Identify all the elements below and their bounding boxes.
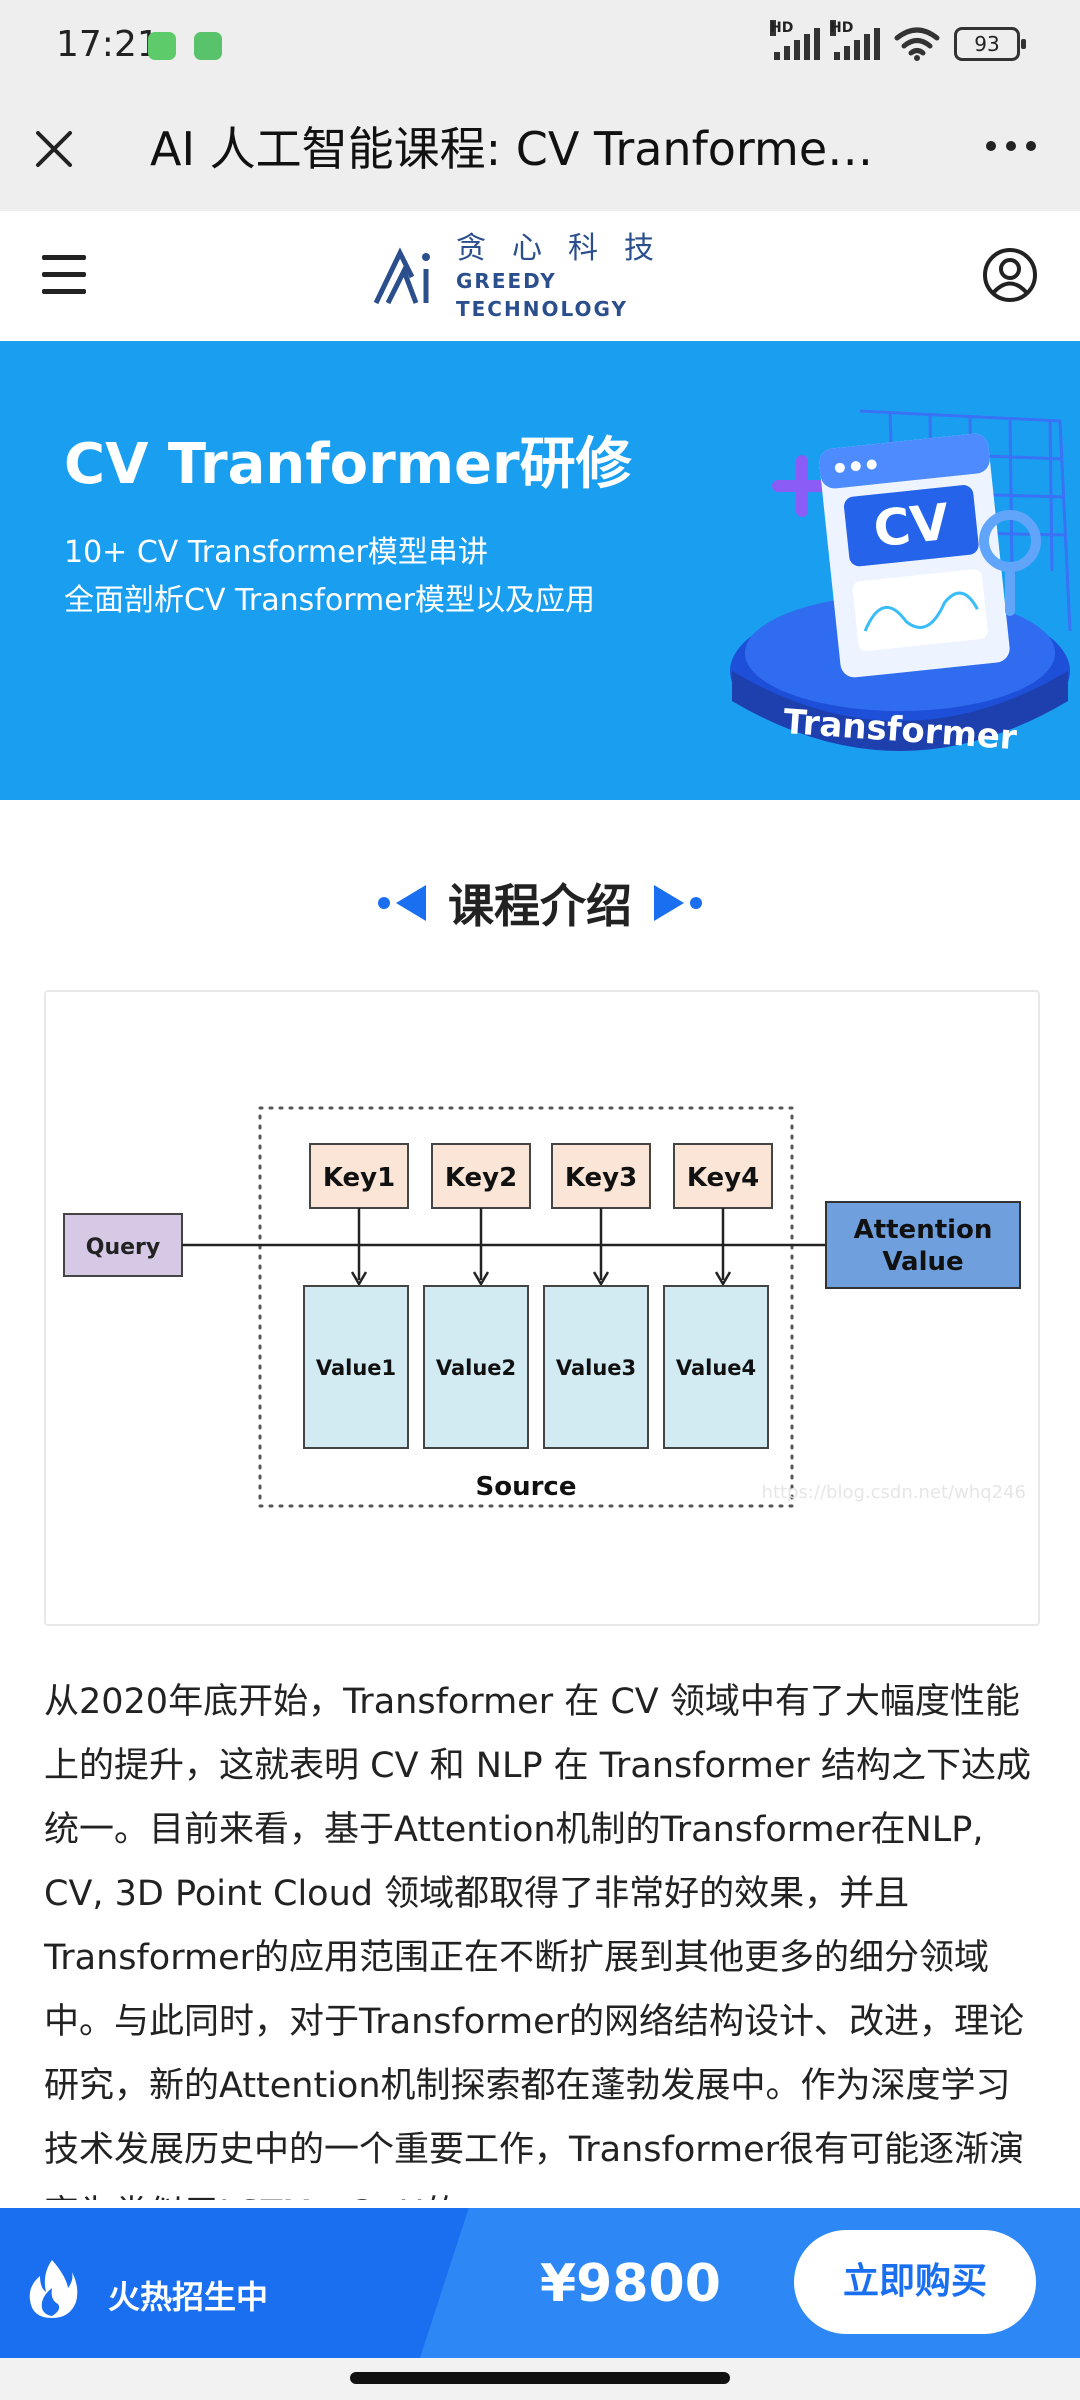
home-gesture-bar[interactable] <box>350 2372 730 2384</box>
section-title: 课程介绍 <box>0 870 1080 936</box>
user-icon[interactable] <box>982 247 1038 303</box>
status-time: 17:21 <box>56 24 160 65</box>
nav-bar: AI 人工智能课程: CV Tranformer研修 <box>0 95 1080 211</box>
course-description: 从2020年底开始，Transformer 在 CV 领域中有了大幅度性能上的提… <box>44 1682 1031 2200</box>
attention-label-2: Value <box>882 1247 963 1277</box>
query-label: Query <box>86 1235 160 1260</box>
signal-icon-2: HD <box>830 20 880 60</box>
wechat-notification-icon <box>194 32 222 60</box>
more-icon[interactable] <box>986 141 1036 151</box>
purchase-bar: 火热招生中 ¥9800 立即购买 <box>0 2208 1080 2358</box>
value-label: Value4 <box>676 1356 756 1380</box>
section-title-text: 课程介绍 <box>448 879 632 933</box>
arrow-left-decoration-icon <box>378 885 426 921</box>
value-label: Value3 <box>556 1356 636 1380</box>
status-bar: 17:21 HD HD 93 <box>0 0 1080 95</box>
value-label: Value1 <box>316 1356 396 1380</box>
close-icon[interactable] <box>28 123 80 175</box>
attention-value-box <box>825 1201 1021 1289</box>
arrow-head <box>714 1271 732 1287</box>
arrow-head <box>592 1271 610 1287</box>
price: ¥9800 <box>540 2254 721 2314</box>
hero-subtitle-1: 10+ CV Transformer模型串讲 <box>64 535 488 570</box>
signal-icon: HD <box>770 20 820 60</box>
site-header: 贪心科技 GREEDY TECHNOLOGY <box>0 211 1080 341</box>
hero-art-cv: CV <box>871 493 952 559</box>
buy-now-button[interactable]: 立即购买 <box>794 2230 1036 2334</box>
logo[interactable]: 贪心科技 GREEDY TECHNOLOGY <box>372 231 712 321</box>
logo-text-en: GREEDY TECHNOLOGY <box>456 269 628 321</box>
key-box <box>431 1143 531 1209</box>
arrow-head <box>350 1271 368 1287</box>
source-label: Source <box>476 1472 577 1502</box>
watermark: https://blog.csdn.net/whq246 <box>762 1482 1026 1503</box>
attention-label-1: Attention <box>854 1215 993 1245</box>
wifi-icon <box>894 27 940 61</box>
key-box <box>309 1143 409 1209</box>
hero-title: CV Tranformer研修 <box>64 432 632 497</box>
key-label: Key3 <box>565 1163 637 1193</box>
enrolling-label: 火热招生中 <box>108 2278 269 2316</box>
value-box <box>423 1285 529 1449</box>
key-label: Key1 <box>323 1163 395 1193</box>
logo-text-cn: 贪心科技 <box>456 231 680 266</box>
key-label: Key2 <box>445 1163 517 1193</box>
value-label: Value2 <box>436 1356 516 1380</box>
key-label: Key4 <box>687 1163 759 1193</box>
menu-icon[interactable] <box>42 255 86 295</box>
attention-diagram: Query Attention Value Key1 Key2 Key3 Key4Va… <box>63 1106 1026 1508</box>
arrow-right-decoration-icon <box>654 885 702 921</box>
key-box <box>673 1143 773 1209</box>
logo-mark-icon <box>373 247 430 305</box>
source-box <box>258 1106 794 1508</box>
gesture-area <box>0 2358 1080 2400</box>
transformer-illustration: CV Transformer <box>730 409 1072 758</box>
value-box <box>663 1285 769 1449</box>
battery-icon: 93 <box>954 27 1026 61</box>
flame-icon <box>29 2260 78 2318</box>
value-box <box>543 1285 649 1449</box>
hero-subtitle-2: 全面剖析CV Transformer模型以及应用 <box>64 583 596 618</box>
notification-app-icon <box>148 32 176 60</box>
status-indicators: HD HD 93 <box>770 20 1026 62</box>
value-box <box>303 1285 409 1449</box>
hero-banner: CV Tranformer研修 10+ CV Transformer模型串讲 全… <box>0 341 1080 800</box>
arrow-head <box>472 1271 490 1287</box>
page-title: AI 人工智能课程: CV Tranformer研修 <box>150 122 890 176</box>
